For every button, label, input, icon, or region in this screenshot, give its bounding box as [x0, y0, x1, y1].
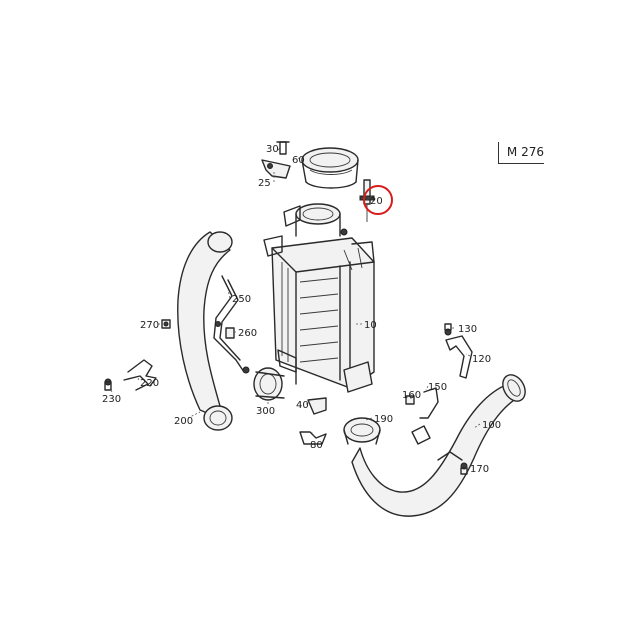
left-charge-air-hose [177, 231, 233, 431]
bracket-120-bolt-130 [444, 323, 473, 379]
callout-270: 270 [140, 320, 159, 331]
callout-220: 220 [140, 378, 159, 389]
callout-170: 170 [470, 464, 489, 475]
leader-lines [109, 147, 481, 469]
callout-300: 300 [256, 406, 275, 417]
intake-hose-sleeve [301, 147, 359, 189]
callout-80: 80 [310, 440, 323, 451]
bracket-and-bolt [261, 141, 291, 179]
hose-clamp-bracket-left [104, 359, 157, 391]
callout-150: 150 [428, 382, 447, 393]
intercooler-top-collar [283, 203, 348, 237]
clip-and-bolt-left [161, 319, 235, 339]
hose-clamp-300 [253, 367, 285, 401]
callout-10: 10 [364, 320, 377, 331]
callout-20: 20 [370, 196, 383, 207]
diagram-code-label: M 276 [498, 142, 544, 164]
highlight-circle [363, 185, 393, 215]
intercooler-core [263, 235, 375, 393]
callout-60: 60 [292, 155, 305, 166]
callout-250: 250 [232, 294, 251, 305]
hose-clamp-190 [343, 417, 381, 445]
callout-40: 40 [296, 400, 309, 411]
callout-30: 30 [266, 144, 279, 155]
bolt-170 [437, 451, 468, 475]
callout-25: 25 [258, 178, 271, 189]
callout-200: 200 [174, 416, 193, 427]
callout-160: 160 [402, 390, 421, 401]
right-charge-air-hose [351, 374, 526, 517]
callout-190: 190 [374, 414, 393, 425]
callout-260: 260 [238, 328, 257, 339]
callout-130: 130 [458, 324, 477, 335]
callout-100: 100 [482, 420, 501, 431]
clips-150-160 [405, 387, 439, 445]
callout-230: 230 [102, 394, 121, 405]
callout-120: 120 [472, 354, 491, 365]
clip-40-bracket-80 [299, 397, 327, 445]
hose-support-bracket [213, 275, 250, 374]
